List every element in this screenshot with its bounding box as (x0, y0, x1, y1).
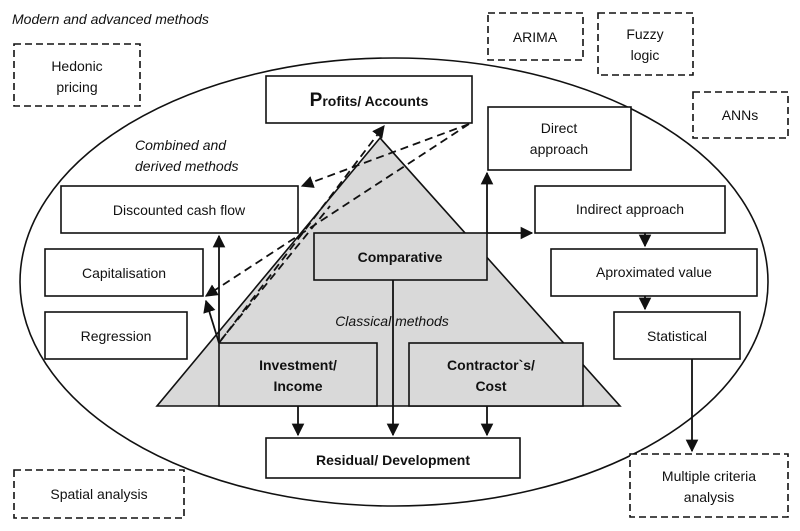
mca-line2: analysis (684, 489, 735, 505)
discounted-cash-flow-label: Discounted cash flow (113, 202, 246, 218)
aproximated-value-label: Aproximated value (596, 264, 712, 280)
discounted-cash-flow-box: Discounted cash flow (60, 185, 299, 234)
statistical-label: Statistical (647, 328, 707, 344)
residual-development-label: Residual/ Development (316, 452, 470, 468)
aproximated-value-box: Aproximated value (550, 248, 758, 297)
regression-box: Regression (44, 311, 188, 360)
classical-methods-label: Classical methods (335, 313, 449, 329)
contractors-cost-box: Contractor`s/ Cost (408, 342, 584, 407)
profits-rest: rofits/ Accounts (322, 93, 428, 109)
profits-accounts-label: Profits/ Accounts (310, 90, 429, 111)
contractors-cost-line1: Contractor`s/ (447, 357, 535, 373)
mca-line1: Multiple criteria (662, 468, 756, 484)
dashed-arrow-profits-to-capitalisation (204, 123, 470, 297)
contractors-cost-line2: Cost (475, 378, 506, 394)
spatial-analysis-box: Spatial analysis (13, 469, 185, 519)
anns-label: ANNs (722, 107, 759, 123)
fuzzy-logic-box: Fuzzy logic (597, 12, 694, 76)
modern-methods-label: Modern and advanced methods (12, 11, 209, 27)
combined-methods-label-line2: derived methods (135, 158, 239, 174)
arima-box: ARIMA (487, 12, 584, 61)
indirect-approach-label: Indirect approach (576, 201, 684, 217)
investment-income-box: Investment/ Income (218, 342, 378, 407)
direct-approach-line2: approach (530, 141, 588, 157)
fuzzy-logic-line1: Fuzzy (626, 26, 663, 42)
fuzzy-logic-line2: logic (631, 47, 660, 63)
capitalisation-label: Capitalisation (82, 265, 166, 281)
regression-label: Regression (81, 328, 152, 344)
residual-development-box: Residual/ Development (265, 437, 521, 479)
direct-approach-line1: Direct (541, 120, 578, 136)
arrow-investment-to-capitalisation (203, 299, 220, 344)
anns-box: ANNs (692, 91, 789, 139)
hedonic-pricing-line2: pricing (56, 79, 97, 95)
investment-income-line2: Income (273, 378, 322, 394)
hedonic-pricing-line1: Hedonic (51, 58, 102, 74)
dashed-arrow-profits-to-dcf (300, 123, 470, 188)
direct-approach-box: Direct approach (487, 106, 632, 171)
arima-label: ARIMA (513, 29, 558, 45)
hedonic-pricing-box: Hedonic pricing (13, 43, 141, 107)
profits-accounts-box: Profits/ Accounts (265, 75, 473, 124)
indirect-approach-box: Indirect approach (534, 185, 726, 234)
investment-income-line1: Investment/ (259, 357, 337, 373)
comparative-label: Comparative (358, 249, 443, 265)
combined-methods-ellipse (19, 57, 769, 507)
profits-first-letter: P (310, 90, 323, 111)
statistical-box: Statistical (613, 311, 741, 360)
multiple-criteria-analysis-box: Multiple criteria analysis (629, 453, 789, 518)
spatial-analysis-label: Spatial analysis (50, 486, 147, 502)
dashed-line-investment-diagonal (220, 205, 331, 341)
capitalisation-box: Capitalisation (44, 248, 204, 297)
comparative-box: Comparative (313, 232, 488, 281)
combined-methods-label-line1: Combined and (135, 137, 227, 153)
